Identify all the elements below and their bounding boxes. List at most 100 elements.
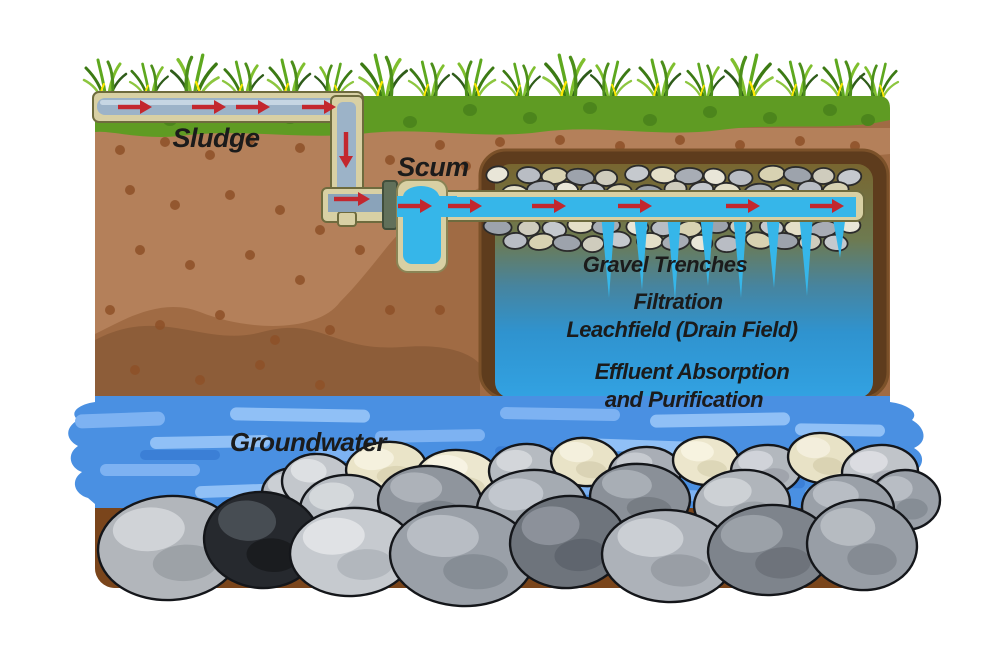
rock-highlight (390, 472, 443, 503)
soil-dot (105, 305, 115, 315)
rock-highlight (796, 437, 831, 459)
soil-dot (435, 305, 445, 315)
filtration-label: Filtration (633, 289, 722, 314)
grass-dot (583, 102, 597, 114)
rock-highlight (521, 506, 580, 546)
soil-dot (245, 250, 255, 260)
grass-tuft (357, 53, 409, 104)
effluent-absorption-label: Effluent Absorption (595, 359, 790, 384)
soil-dot (275, 205, 285, 215)
soil-light-patch (95, 128, 890, 334)
soil-dot (385, 305, 395, 315)
flow-arrows (118, 100, 844, 213)
rock-highlight (302, 517, 365, 555)
rock-highlight (354, 448, 394, 471)
rock-highlight (820, 507, 876, 546)
rock-shadow (554, 538, 607, 572)
rock-highlight (720, 514, 783, 553)
grass-tuft (775, 60, 819, 104)
soil-dot (225, 190, 235, 200)
rock-highlight (290, 458, 327, 483)
rock-shadow (443, 554, 508, 590)
soil-dot (355, 245, 365, 255)
grass-tuft (451, 58, 497, 104)
pipe-flange (382, 180, 398, 230)
soil-dot (215, 310, 225, 320)
soil-dot (135, 245, 145, 255)
soil-dot (385, 155, 395, 165)
gravel-stone (565, 167, 596, 186)
grass-tuft (541, 53, 593, 104)
grass-dot (861, 114, 875, 126)
soil-dot (295, 275, 305, 285)
gravel-stone (485, 165, 510, 184)
soil-dot (185, 260, 195, 270)
flow-arrow-icon (339, 132, 353, 168)
effluent-drips (601, 214, 846, 300)
grass-dot (703, 106, 717, 118)
soil-dots (105, 135, 860, 390)
water-streak (230, 407, 370, 423)
rock-shadow (812, 457, 844, 475)
flow-arrow-icon (118, 100, 152, 114)
rock-highlight (680, 441, 714, 462)
sludge-label: Sludge (172, 123, 259, 153)
flow-arrow-icon (192, 100, 226, 114)
water-streak (100, 464, 200, 476)
soil-dot (170, 200, 180, 210)
rock-shadow (152, 544, 218, 582)
grass-dot (763, 112, 777, 124)
soil-dot (115, 145, 125, 155)
water-streak (150, 435, 270, 449)
grass-tuft (407, 60, 451, 104)
rock-highlight (112, 507, 185, 552)
rock-highlight (496, 449, 533, 472)
flow-arrow-icon (398, 199, 432, 213)
soil-dot (675, 135, 685, 145)
sludge-pipe-highlight (100, 100, 350, 105)
soil-dot (435, 140, 445, 150)
effluent-drip (634, 214, 648, 290)
effluent-drip (700, 214, 714, 286)
rock (805, 498, 919, 592)
grass-tuft (723, 53, 775, 104)
water-streak (140, 450, 220, 460)
grass-tuft (589, 60, 633, 104)
gravel-trenches-label: Gravel Trenches (583, 252, 748, 277)
rock-shadow (337, 549, 393, 580)
flow-arrow-icon (810, 199, 844, 213)
rock-shadow (650, 554, 711, 587)
water-streak (375, 429, 485, 443)
soil-dot (555, 135, 565, 145)
rock-highlight (488, 478, 544, 511)
scum-tank (396, 179, 457, 273)
rock-highlight (406, 514, 479, 558)
soil-dark-patch (95, 325, 480, 400)
rock-shadow (847, 543, 897, 576)
soil-dot (255, 360, 265, 370)
effluent-drip (832, 214, 846, 258)
flow-arrow-icon (302, 100, 336, 114)
rock-shadow (896, 498, 928, 520)
flow-arrow-icon (334, 192, 370, 206)
rock-shadow (697, 460, 727, 478)
grass-dot (643, 114, 657, 126)
gravel-stone (552, 234, 582, 252)
flow-arrow-icon (448, 199, 482, 213)
gravel-stone (594, 169, 619, 187)
tee-junction-stub (337, 211, 357, 227)
soil-dot (160, 137, 170, 147)
flow-arrow-icon (532, 199, 566, 213)
soil-dot (495, 137, 505, 147)
gravel-stone (727, 169, 754, 187)
flow-arrow-icon (236, 100, 270, 114)
grass-tuft (820, 58, 866, 104)
soil-dot (205, 150, 215, 160)
rock (786, 431, 858, 485)
rock (96, 494, 244, 602)
gravel-stone (702, 167, 727, 186)
flow-arrow-icon (618, 199, 652, 213)
rock (288, 506, 416, 598)
gravel-stone (811, 167, 836, 185)
